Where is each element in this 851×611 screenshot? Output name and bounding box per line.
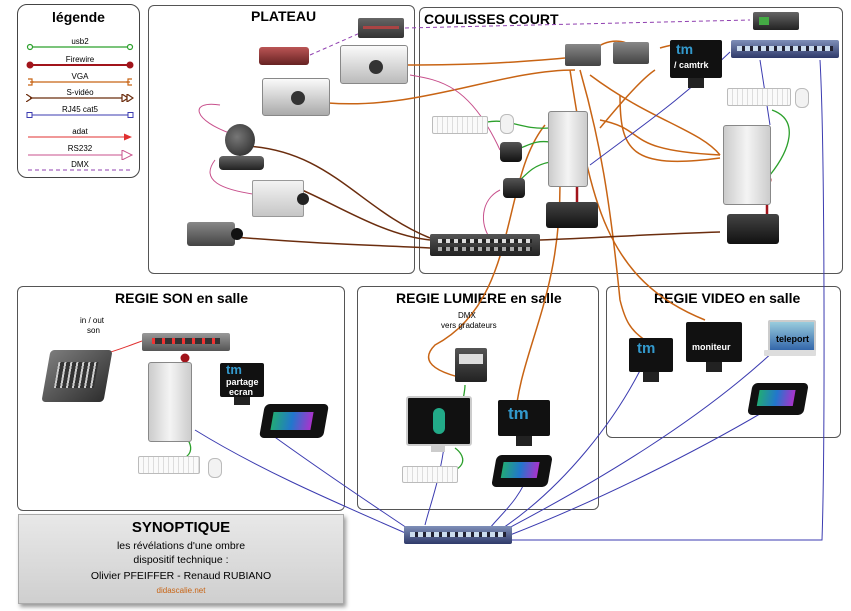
audio-interface-top[interactable] — [753, 12, 799, 30]
legend-item-usb2: usb2 — [26, 37, 134, 52]
legend-label: usb2 — [71, 37, 89, 46]
legend-label: DMX — [71, 160, 89, 169]
legend-label: RS232 — [67, 144, 93, 153]
legend-label: adat — [72, 127, 88, 136]
legend-item-svideo: S-vidéo — [26, 88, 134, 103]
synoptique-line1: les révélations d'une ombre — [116, 540, 246, 552]
keyboard-son[interactable] — [138, 456, 200, 474]
legend-item-firewire: Firewire — [26, 55, 134, 70]
touch-controller-son[interactable] — [259, 404, 329, 438]
projector-large-icon[interactable] — [340, 45, 408, 84]
keyboard-icon-2[interactable] — [727, 88, 791, 106]
synoptique-title: SYNOPTIQUE — [131, 519, 231, 536]
legend-item-rj45: RJ45 cat5 — [26, 105, 134, 120]
legend-label: Firewire — [65, 55, 95, 64]
keyboard-lumiere[interactable] — [402, 466, 458, 483]
site-link[interactable]: didascalie.net — [156, 586, 206, 595]
dmx-interface-icon[interactable] — [455, 348, 487, 382]
mouse-icon[interactable] — [500, 114, 514, 134]
camtrk-label: / camtrk — [674, 60, 709, 70]
mouse-son[interactable] — [208, 458, 222, 478]
legend: légende usb2 Firewire VGA S-vidéo RJ45 c… — [17, 4, 140, 178]
usb-device-1[interactable] — [500, 142, 522, 162]
video-switcher-icon[interactable] — [430, 234, 540, 256]
dmx-label-2: vers gradateurs — [441, 321, 497, 330]
imac-lumiere[interactable] — [406, 396, 472, 452]
regie-lumiere-title: REGIE LUMIERE en salle — [396, 290, 562, 306]
partage-label: partage — [226, 377, 259, 387]
in-out-son-label-1: in / out — [80, 316, 105, 325]
regie-video-title: REGIE VIDEO en salle — [654, 290, 801, 306]
surveillance-camera-icon[interactable] — [187, 222, 243, 246]
monitor-tm-video[interactable]: tm — [629, 338, 673, 382]
legend-item-rs232: RS232 — [26, 144, 134, 160]
firewire-interface-1[interactable] — [546, 202, 598, 228]
synoptique-box: SYNOPTIQUE les révélations d'une ombre d… — [18, 514, 344, 604]
legend-label: RJ45 cat5 — [61, 105, 99, 114]
teleport-label: teleport — [776, 334, 810, 344]
mac-pro-tower-2[interactable] — [723, 125, 771, 205]
touch-controller-video[interactable] — [747, 383, 809, 415]
touch-controller-lumiere[interactable] — [491, 455, 553, 487]
moniteur-label: moniteur — [692, 342, 731, 352]
ecran-label: ecran — [229, 387, 254, 397]
monitor-moniteur[interactable]: moniteur — [686, 322, 742, 372]
tm-logo: tm — [637, 340, 656, 357]
scaler-box-2[interactable] — [613, 42, 649, 64]
coulisses-title: COULISSES COURT — [424, 11, 559, 27]
mac-pro-tower-son[interactable] — [148, 362, 192, 442]
usb-device-2[interactable] — [503, 178, 525, 198]
legend-item-adat: adat — [26, 127, 134, 142]
keyboard-icon[interactable] — [432, 116, 488, 134]
dmx-label-1: DMX — [458, 311, 476, 320]
legend-title: légende — [52, 9, 105, 25]
box-camera-icon[interactable] — [252, 180, 309, 217]
projector-small-icon[interactable] — [259, 47, 309, 65]
synoptique-line3: Olivier PFEIFFER - Renaud RUBIANO — [90, 570, 272, 582]
mixing-console-icon[interactable] — [41, 350, 113, 402]
tm-logo: tm — [226, 362, 242, 377]
tm-logo: tm — [676, 41, 694, 57]
in-out-son-label-2: son — [87, 326, 100, 335]
legend-item-vga: VGA — [26, 72, 134, 87]
legend-label: VGA — [71, 72, 89, 81]
scaler-box-1[interactable] — [565, 44, 601, 66]
laptop-teleport[interactable]: teleport — [764, 320, 816, 358]
projector-icon[interactable] — [262, 78, 330, 116]
dmx-box-top[interactable] — [358, 18, 404, 38]
network-switch-central[interactable] — [404, 526, 512, 544]
synoptique-line2: dispositif technique : — [133, 554, 229, 566]
legend-item-dmx: DMX — [26, 160, 134, 175]
monitor-partage-ecran[interactable]: tm partage ecran — [220, 362, 264, 405]
plateau-title: PLATEAU — [251, 8, 317, 24]
tm-logo: tm — [508, 404, 529, 423]
mouse-icon-2[interactable] — [795, 88, 809, 108]
monitor-camtrk[interactable]: tm / camtrk — [670, 40, 722, 90]
regie-son-title: REGIE SON en salle — [115, 290, 249, 306]
rack-interface-icon[interactable] — [142, 333, 230, 351]
monitor-lumiere[interactable]: tm — [498, 400, 550, 446]
firewire-interface-2[interactable] — [727, 214, 779, 244]
network-switch-top[interactable] — [731, 40, 839, 58]
mac-pro-tower-1[interactable] — [548, 111, 588, 187]
ptz-camera-icon[interactable] — [219, 122, 264, 172]
regie-lumiere-panel — [357, 286, 599, 510]
legend-label: S-vidéo — [66, 88, 94, 97]
